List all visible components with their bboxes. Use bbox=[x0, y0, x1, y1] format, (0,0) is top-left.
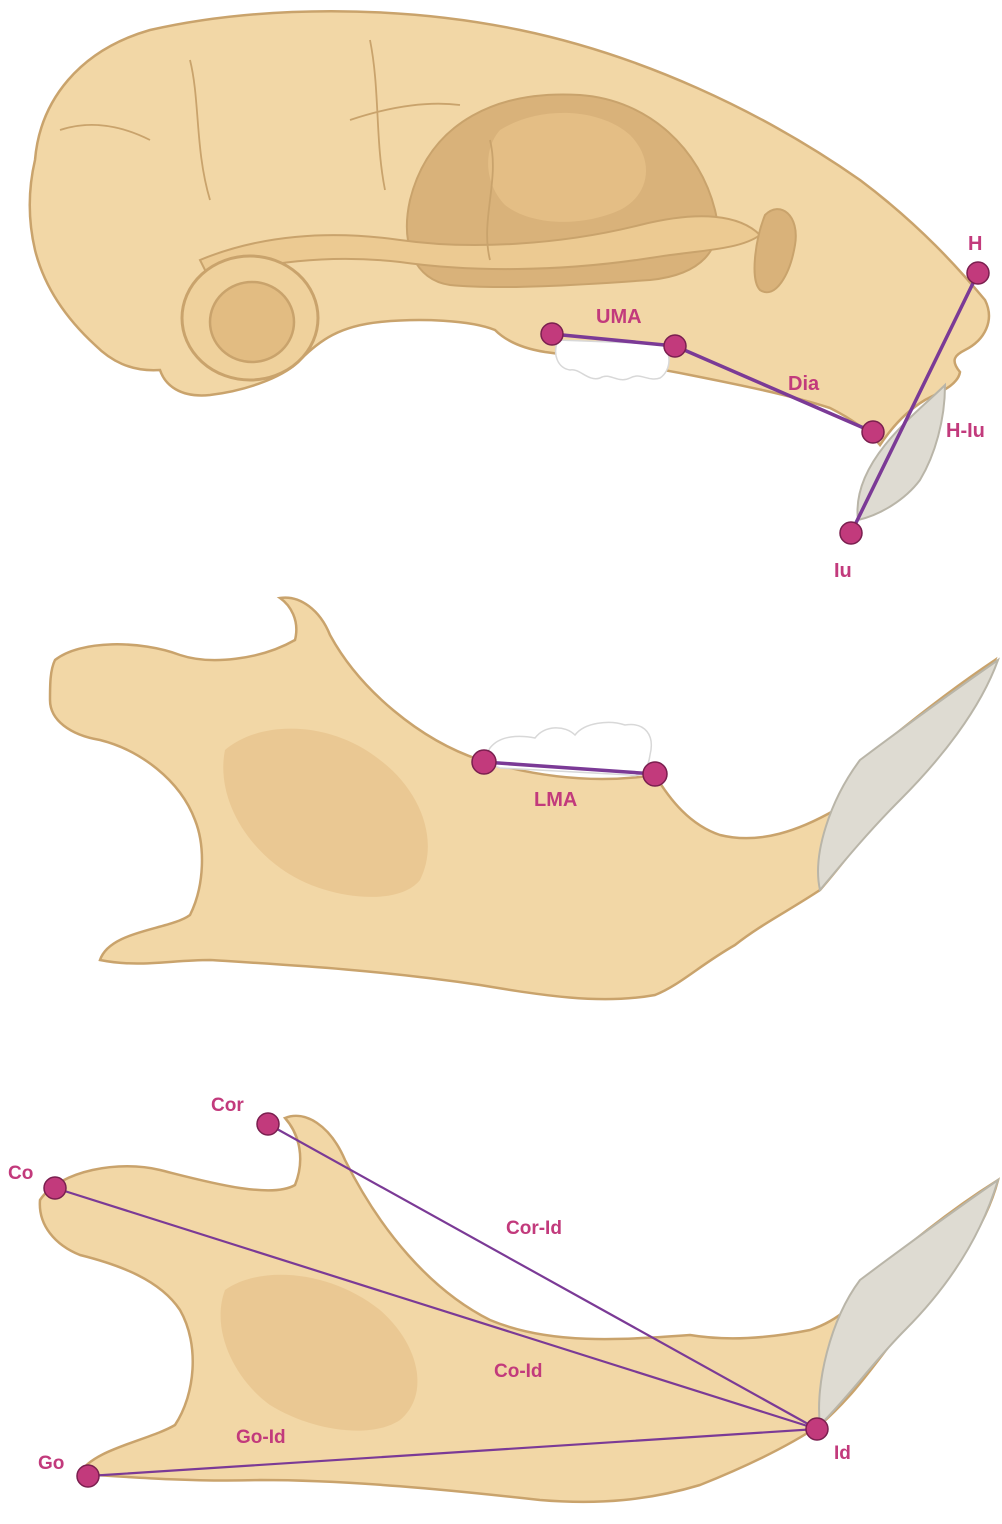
label-co-id: Co-Id bbox=[494, 1361, 543, 1382]
label-cor: Cor bbox=[211, 1095, 244, 1116]
skull-orbit-inner bbox=[488, 113, 646, 222]
mandible-2-lower-incisor bbox=[819, 1180, 998, 1425]
label-dia: Dia bbox=[788, 373, 820, 395]
label-h-iu: H-Iu bbox=[946, 420, 985, 442]
label-go: Go bbox=[38, 1453, 64, 1474]
label-cor-id: Cor-Id bbox=[506, 1218, 562, 1239]
landmark-uma-posterior bbox=[541, 323, 563, 345]
landmark-iu bbox=[840, 522, 862, 544]
mandible-lower-incisor bbox=[818, 660, 998, 890]
landmark-uma-anterior bbox=[664, 335, 686, 357]
label-iu: Iu bbox=[834, 560, 852, 582]
label-h: H bbox=[968, 233, 982, 255]
mandible-molar-figure bbox=[50, 598, 998, 1000]
landmark-h bbox=[967, 262, 989, 284]
label-lma: LMA bbox=[534, 789, 577, 811]
landmark-cor bbox=[257, 1113, 279, 1135]
label-id: Id bbox=[834, 1443, 851, 1464]
label-go-id: Go-Id bbox=[236, 1427, 286, 1448]
landmark-lma-anterior bbox=[643, 762, 667, 786]
landmark-go bbox=[77, 1465, 99, 1487]
landmark-co bbox=[44, 1177, 66, 1199]
label-co: Co bbox=[8, 1163, 33, 1184]
mandible-length-figure bbox=[40, 1116, 998, 1502]
skull-figure bbox=[30, 11, 989, 520]
skull-auditory-meatus bbox=[210, 282, 294, 362]
landmark-dia-anterior bbox=[862, 421, 884, 443]
skull-upper-molars bbox=[556, 340, 669, 380]
landmark-id bbox=[806, 1418, 828, 1440]
landmark-lma-posterior bbox=[472, 750, 496, 774]
label-uma: UMA bbox=[596, 306, 642, 328]
